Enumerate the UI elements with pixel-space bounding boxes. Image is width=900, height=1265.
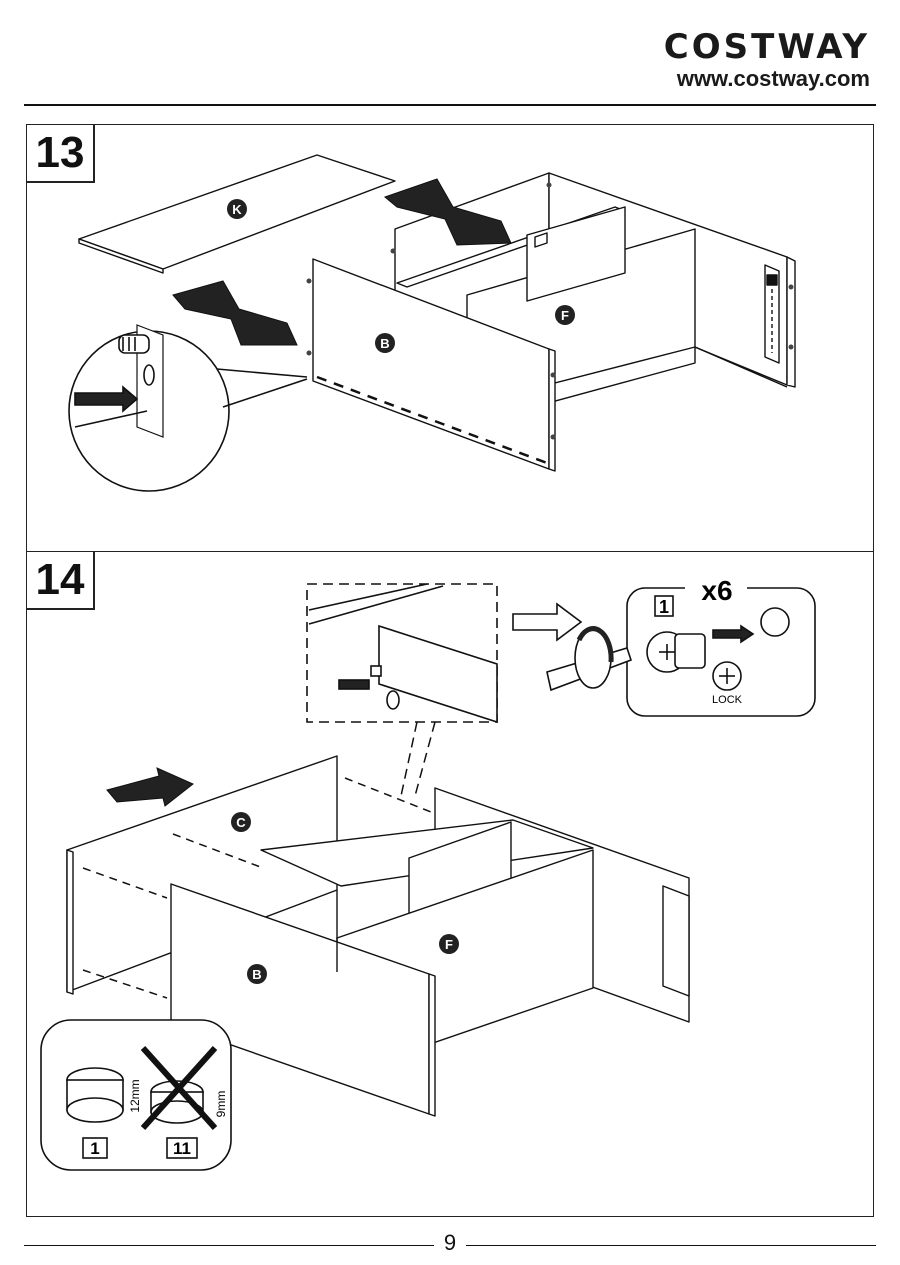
footer-divider-right (466, 1245, 876, 1246)
label-b: B (247, 964, 267, 984)
brand-logo: COSTWAY (664, 30, 870, 64)
step-13-panel: 13 (26, 124, 874, 552)
label-quantity: x6 (685, 574, 747, 606)
detail-magnifier (69, 325, 307, 491)
lock-label: LOCK (712, 694, 743, 706)
svg-text:F: F (445, 937, 453, 952)
page-number: 9 (434, 1230, 466, 1256)
step-14-illustration: x6 1 LOCK (27, 552, 873, 1216)
footer-divider-left (24, 1245, 434, 1246)
arrow-icon (513, 604, 581, 640)
svg-text:K: K (232, 202, 242, 217)
svg-text:B: B (380, 336, 389, 351)
svg-text:F: F (561, 308, 569, 323)
cam-size-wrong: 9mm (214, 1091, 228, 1118)
label-b: B (375, 333, 395, 353)
svg-text:C: C (236, 815, 246, 830)
label-f: F (439, 934, 459, 954)
step-13-illustration: K B F (27, 125, 873, 551)
detail-box (307, 584, 497, 722)
arrow-icon (107, 768, 193, 806)
cam-wrong-id: 11 (173, 1139, 191, 1158)
svg-text:x6: x6 (701, 575, 732, 606)
header-divider (24, 104, 876, 106)
cam-ok-id: 1 (90, 1139, 99, 1158)
brand-url: www.costway.com (664, 66, 870, 92)
part-id: 1 (659, 597, 669, 617)
brand-header: COSTWAY www.costway.com (664, 30, 870, 92)
label-f: F (555, 305, 575, 325)
svg-text:B: B (252, 967, 261, 982)
step-14-panel: 14 (26, 551, 874, 1217)
label-k: K (227, 199, 247, 219)
cam-size-ok: 12mm (128, 1079, 142, 1112)
label-c: C (231, 812, 251, 832)
